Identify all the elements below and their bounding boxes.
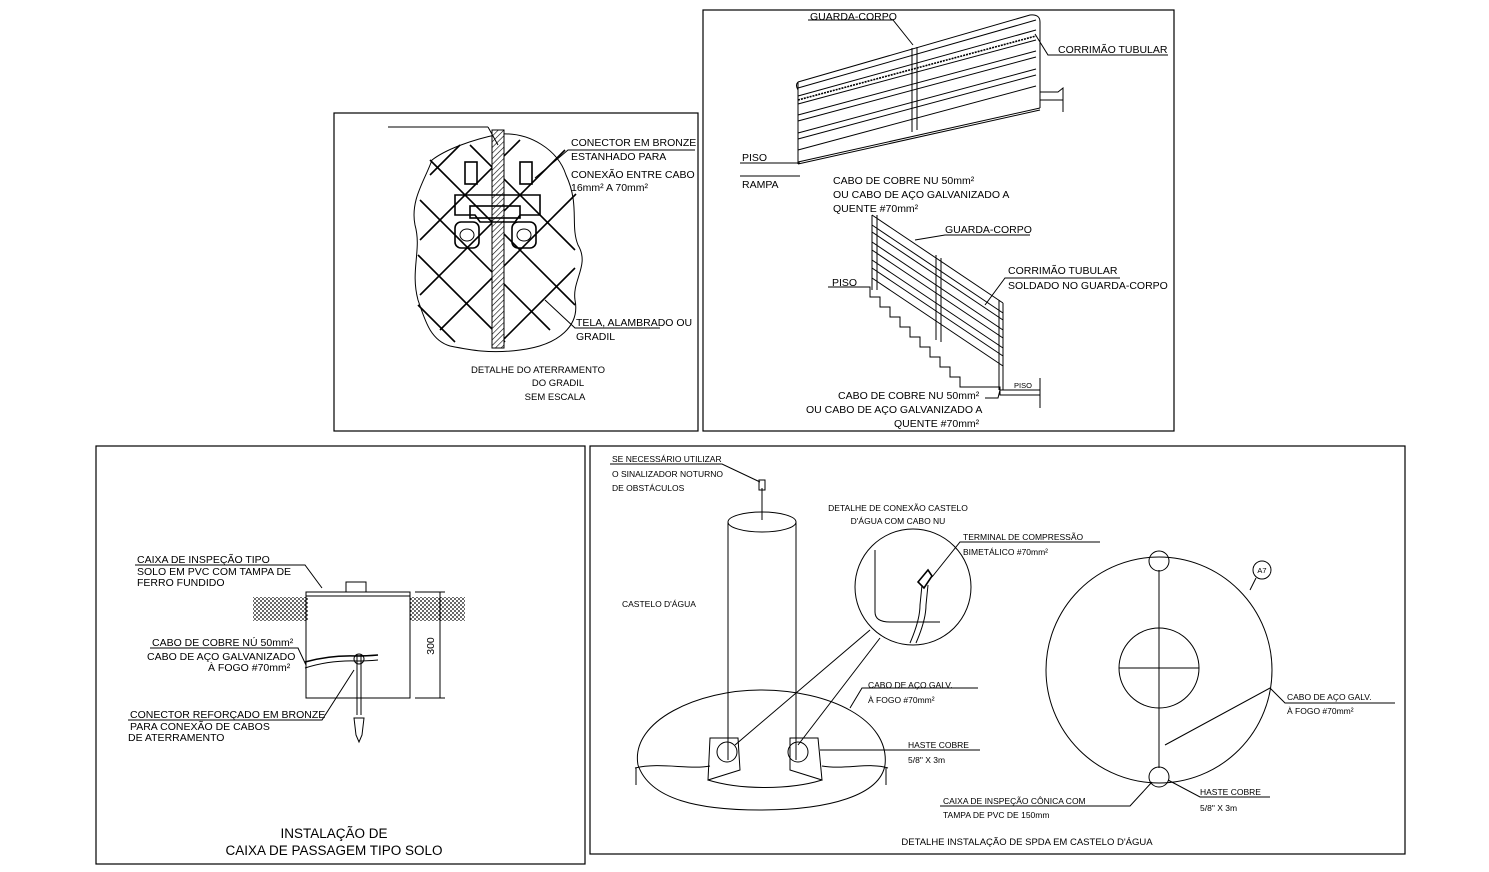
label-estanhado: ESTANHADO PARA	[571, 151, 666, 163]
label-cabo-aco-galv: CABO DE AÇO GALVANIZADO	[147, 651, 295, 663]
caption-detalhe: DETALHE DO ATERRAMENTO	[471, 365, 605, 376]
frame-gradil-detail	[333, 112, 699, 432]
label-cabo-aco-1b: À FOGO #70mm²	[868, 695, 935, 705]
label-cabo-2a: CABO DE COBRE NU 50mm²	[838, 390, 980, 402]
label-obstaculos: DE OBSTÁCULOS	[612, 483, 685, 493]
label-haste-cobre-2: HASTE COBRE	[1200, 787, 1261, 797]
label-para-conexao: PARA CONEXÃO DE CABOS	[130, 720, 270, 733]
label-caixa-inspecao-a: CAIXA DE INSPEÇÃO TIPO	[137, 553, 270, 566]
label-haste-cobre-1: HASTE COBRE	[908, 740, 969, 750]
caixa-labels: CAIXA DE INSPEÇÃO TIPO SOLO EM PVC COM T…	[128, 553, 443, 858]
stair-guardrail-drawing	[828, 214, 1120, 408]
label-cabo-aco-2b: À FOGO #70mm²	[1287, 706, 1354, 716]
label-corrimao-2a: CORRIMÃO TUBULAR	[1008, 264, 1118, 277]
label-corrimao-2b: SOLDADO NO GUARDA-CORPO	[1008, 280, 1168, 292]
label-haste-dim-1: 5/8" X 3m	[908, 755, 945, 765]
label-tampa-pvc: TAMPA DE PVC DE 150mm	[943, 810, 1049, 820]
label-bimetalico: BIMETÁLICO #70mm²	[963, 547, 1048, 557]
caption-sem-escala: SEM ESCALA	[525, 392, 586, 403]
marker-a7: A7	[1257, 566, 1266, 575]
label-sinalizador: O SINALIZADOR NOTURNO	[612, 469, 723, 479]
label-piso-2: PISO	[832, 277, 857, 289]
title-castelo: DETALHE INSTALAÇÃO DE SPDA EM CASTELO D'…	[901, 837, 1153, 848]
label-cabo-1b: OU CABO DE AÇO GALVANIZADO A	[833, 189, 1009, 201]
label-tela: TELA, ALAMBRADO OU	[576, 317, 692, 329]
frame-guardrail-detail	[702, 9, 1175, 432]
label-detalhe-conexao: DETALHE DE CONEXÃO CASTELO	[828, 503, 968, 513]
label-cabo-1c: QUENTE #70mm²	[833, 203, 919, 215]
ramp-guardrail-drawing	[740, 14, 1168, 177]
label-cabo-2c: QUENTE #70mm²	[894, 418, 980, 430]
mesh-diagonals	[417, 139, 577, 349]
label-castelo-dagua: CASTELO D'ÁGUA	[622, 599, 696, 609]
castelo-labels: SE NECESSÁRIO UTILIZAR O SINALIZADOR NOT…	[612, 454, 1372, 848]
frame-castelo-detail	[589, 445, 1406, 855]
title-caixa-passagem: CAIXA DE PASSAGEM TIPO SOLO	[225, 843, 442, 858]
label-corrimao-1: CORRIMÃO TUBULAR	[1058, 43, 1168, 56]
guardrail-labels: GUARDA-CORPO CORRIMÃO TUBULAR PISO RAMPA…	[742, 11, 1168, 430]
label-cabo-2b: OU CABO DE AÇO GALVANIZADO A	[806, 404, 982, 416]
label-guarda-corpo-2: GUARDA-CORPO	[945, 224, 1032, 236]
label-terminal-compressao: TERMINAL DE COMPRESSÃO	[963, 532, 1084, 542]
label-gradil: GRADIL	[576, 331, 615, 343]
label-caixa-conica: CAIXA DE INSPEÇÃO CÔNICA COM	[943, 796, 1086, 806]
label-se-necessario: SE NECESSÁRIO UTILIZAR	[612, 454, 722, 464]
frame-caixa-detail	[95, 445, 586, 865]
label-dagua-cabo-nu: D'ÁGUA COM CABO NU	[851, 516, 946, 526]
label-caixa-inspecao-c: FERRO FUNDIDO	[137, 577, 225, 589]
label-cabo-cobre-nu: CABO DE COBRE NÚ 50mm²	[152, 636, 294, 649]
dimension-300: 300	[425, 637, 437, 655]
label-piso-1: PISO	[742, 152, 767, 164]
label-guarda-corpo-1: GUARDA-CORPO	[810, 11, 897, 23]
label-cabo-1a: CABO DE COBRE NU 50mm²	[833, 175, 975, 187]
label-conector-bronze: CONECTOR EM BRONZE	[571, 137, 696, 149]
label-piso-3: PISO	[1014, 381, 1032, 390]
label-caixa-inspecao-b: SOLO EM PVC COM TAMPA DE	[137, 566, 291, 578]
label-cabo-aco-2a: CABO DE AÇO GALV.	[1287, 692, 1372, 702]
label-cabo-aco-1a: CABO DE AÇO GALV.	[868, 680, 953, 690]
label-a-fogo: À FOGO #70mm²	[208, 661, 291, 674]
label-conexao-cabo: CONEXÃO ENTRE CABO	[571, 168, 695, 181]
caption-do-gradil: DO GRADIL	[532, 378, 584, 389]
title-instalacao: INSTALAÇÃO DE	[280, 826, 387, 841]
bronze-connector-drawing	[454, 161, 541, 249]
label-conector-reforcado: CONECTOR REFORÇADO EM BRONZE	[130, 709, 325, 721]
label-haste-dim-2: 5/8" X 3m	[1200, 803, 1237, 813]
label-rampa: RAMPA	[742, 179, 779, 191]
label-aterramento: DE ATERRAMENTO	[128, 732, 224, 744]
label-bitola: 16mm² A 70mm²	[571, 182, 649, 194]
connector-label-gradil: CONECTOR EM BRONZE ESTANHADO PARA CONEXÃ…	[471, 137, 696, 403]
